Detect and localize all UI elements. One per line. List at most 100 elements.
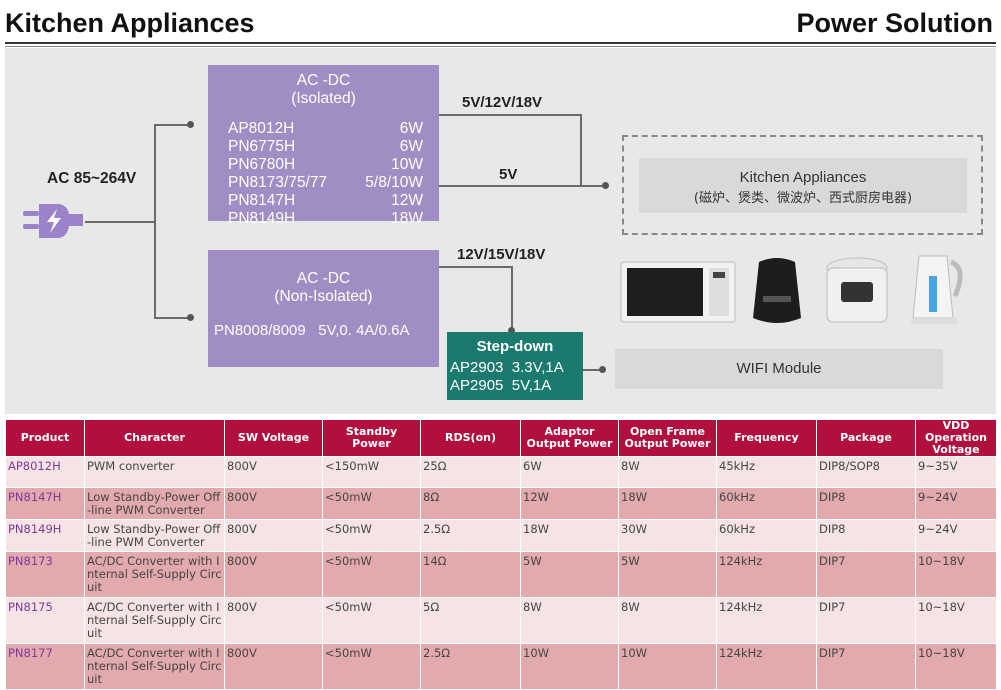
input-voltage-label: AC 85~264V bbox=[47, 170, 137, 187]
part-row: AP2905 5V,1A bbox=[450, 377, 552, 394]
table-cell: 800V bbox=[224, 551, 323, 598]
output-label-top: 5V/12V/18V bbox=[462, 94, 543, 111]
product-link[interactable]: PN8175 bbox=[5, 597, 85, 644]
table-cell: 8W bbox=[618, 597, 717, 644]
table-cell: 8Ω bbox=[420, 487, 521, 520]
connector bbox=[439, 266, 512, 268]
connector bbox=[154, 317, 190, 319]
table-cell: 14Ω bbox=[420, 551, 521, 598]
table-row: PN8173 AC/DC Converter with Internal Sel… bbox=[5, 551, 997, 598]
microwave-icon bbox=[620, 261, 736, 323]
table-cell: 800V bbox=[224, 597, 323, 644]
table-cell: 124kHz bbox=[716, 551, 817, 598]
table-cell: 9~24V bbox=[915, 519, 997, 552]
product-link[interactable]: PN8147H bbox=[5, 487, 85, 520]
connector bbox=[154, 124, 156, 318]
column-header: SW Voltage bbox=[224, 419, 323, 457]
table-cell: <50mW bbox=[322, 487, 421, 520]
connector bbox=[439, 185, 605, 187]
table-cell: 9~35V bbox=[915, 456, 997, 488]
table-cell: 25Ω bbox=[420, 456, 521, 488]
connector bbox=[85, 221, 155, 223]
kitchen-appliances-subtitle: (磁炉、煲类、微波炉、西式厨房电器) bbox=[693, 191, 913, 206]
table-cell: DIP8/SOP8 bbox=[816, 456, 916, 488]
table-cell: 5W bbox=[618, 551, 717, 598]
table-cell: 18W bbox=[618, 487, 717, 520]
connector-dot bbox=[187, 121, 194, 128]
table-cell: AC/DC Converter with Internal Self-Suppl… bbox=[84, 551, 225, 598]
table-cell: PWM converter bbox=[84, 456, 225, 488]
table-cell: <50mW bbox=[322, 519, 421, 552]
page-title-left: Kitchen Appliances bbox=[5, 8, 255, 38]
page-header: Kitchen Appliances Power Solution bbox=[0, 0, 1001, 48]
table-cell: 10W bbox=[618, 643, 717, 690]
output-label-bottom: 12V/15V/18V bbox=[457, 246, 546, 263]
product-link[interactable]: PN8173 bbox=[5, 551, 85, 598]
connector-dot bbox=[599, 366, 606, 373]
kitchen-appliances-title: Kitchen Appliances bbox=[739, 169, 867, 186]
table-cell: 800V bbox=[224, 456, 323, 488]
product-link[interactable]: AP8012H bbox=[5, 456, 85, 488]
table-cell: <150mW bbox=[322, 456, 421, 488]
box-title: Step-down bbox=[476, 338, 554, 355]
connector bbox=[439, 114, 581, 116]
table-cell: 12W bbox=[520, 487, 619, 520]
product-link[interactable]: PN8149H bbox=[5, 519, 85, 552]
table-cell: AC/DC Converter with Internal Self-Suppl… bbox=[84, 597, 225, 644]
column-header: Standby Power bbox=[322, 419, 421, 457]
table-cell: 800V bbox=[224, 519, 323, 552]
wifi-module-box: WIFI Module bbox=[615, 349, 943, 389]
box-title: AC -DC bbox=[296, 270, 351, 287]
table-cell: DIP7 bbox=[816, 551, 916, 598]
table-row: PN8149H Low Standby-Power Off-line PWM C… bbox=[5, 519, 997, 552]
column-header: Adaptor Output Power bbox=[520, 419, 619, 457]
table-cell: 6W bbox=[520, 456, 619, 488]
product-link[interactable]: PN8177 bbox=[5, 643, 85, 690]
table-cell: 800V bbox=[224, 487, 323, 520]
column-header: VDD Operation Voltage bbox=[915, 419, 997, 457]
connector bbox=[511, 266, 513, 330]
table-cell: 8W bbox=[520, 597, 619, 644]
kitchen-appliances-region bbox=[622, 135, 983, 235]
output-label-mid: 5V bbox=[499, 166, 518, 183]
product-table: Product Character SW Voltage Standby Pow… bbox=[5, 419, 997, 690]
column-header: Open Frame Output Power bbox=[618, 419, 717, 457]
table-header-row: Product Character SW Voltage Standby Pow… bbox=[5, 419, 997, 457]
table-cell: <50mW bbox=[322, 643, 421, 690]
table-cell: 10W bbox=[520, 643, 619, 690]
table-cell: 5Ω bbox=[420, 597, 521, 644]
air-fryer-icon bbox=[753, 258, 801, 323]
table-cell: 60kHz bbox=[716, 519, 817, 552]
table-row: PN8175 AC/DC Converter with Internal Sel… bbox=[5, 597, 997, 644]
table-cell: 800V bbox=[224, 643, 323, 690]
box-title: AC -DC bbox=[296, 72, 351, 89]
table-cell: Low Standby-Power Off-line PWM Converter bbox=[84, 487, 225, 520]
part-row: AP2903 3.3V,1A bbox=[450, 359, 564, 376]
header-rule bbox=[5, 42, 996, 44]
column-header: Frequency bbox=[716, 419, 817, 457]
connector bbox=[154, 124, 190, 126]
table-row: AP8012H PWM converter 800V <150mW 25Ω 6W… bbox=[5, 456, 997, 488]
table-cell: AC/DC Converter with Internal Self-Suppl… bbox=[84, 643, 225, 690]
table-cell: <50mW bbox=[322, 551, 421, 598]
kitchen-appliances-box: Kitchen Appliances (磁炉、煲类、微波炉、西式厨房电器) bbox=[639, 158, 967, 213]
connector-dot bbox=[508, 327, 515, 334]
table-cell: 124kHz bbox=[716, 643, 817, 690]
column-header: Package bbox=[816, 419, 916, 457]
table-cell: 2.5Ω bbox=[420, 519, 521, 552]
box-subtitle: (Isolated) bbox=[291, 90, 356, 107]
page-title-right: Power Solution bbox=[796, 8, 993, 38]
column-header: Product bbox=[5, 419, 85, 457]
table-cell: 124kHz bbox=[716, 597, 817, 644]
table-cell: DIP8 bbox=[816, 519, 916, 552]
part-row: PN8008/8009 5V,0. 4A/0.6A bbox=[214, 322, 410, 339]
table-cell: DIP7 bbox=[816, 597, 916, 644]
connector bbox=[583, 369, 602, 371]
table-cell: 2.5Ω bbox=[420, 643, 521, 690]
